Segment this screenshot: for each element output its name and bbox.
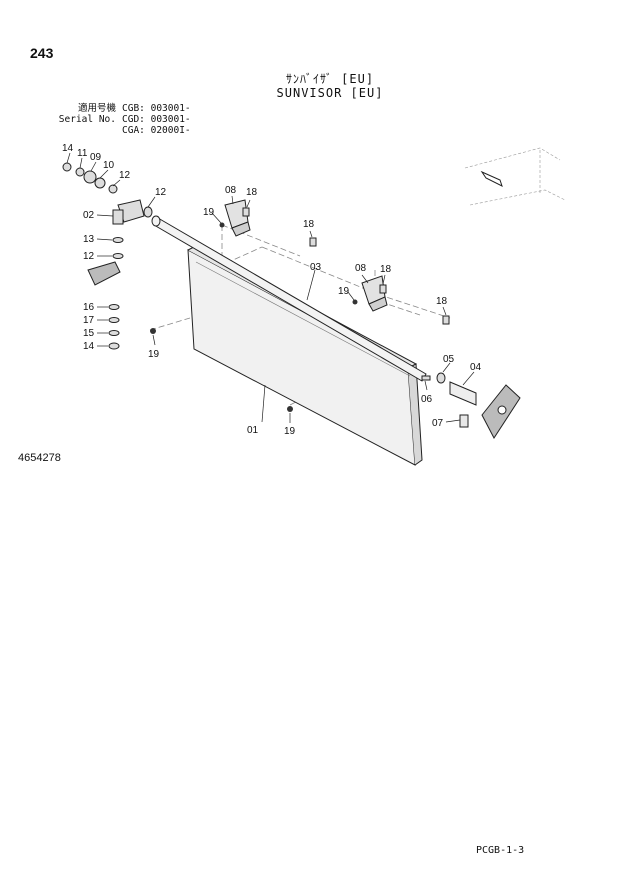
callout-19: 19 xyxy=(284,426,296,437)
callout-01: 01 xyxy=(247,425,259,436)
title-japanese: ｻﾝﾊﾞｲｻﾞ [EU] xyxy=(285,72,375,86)
serial-label: 適用号機 xyxy=(77,103,116,114)
screws xyxy=(242,207,450,325)
knob-assembly xyxy=(449,381,521,439)
callout-12: 12 xyxy=(155,187,167,198)
callout-14: 14 xyxy=(62,143,74,154)
rod xyxy=(151,215,427,382)
serial-row: CGA: 02000I- xyxy=(34,125,191,136)
serial-row: 適用号機 CGB: 003001- xyxy=(34,103,191,114)
callout-04: 04 xyxy=(470,362,482,373)
callout-19: 19 xyxy=(203,207,215,218)
callout-15: 15 xyxy=(83,328,95,339)
callout-08: 08 xyxy=(355,263,367,274)
callout-10: 10 xyxy=(103,160,115,171)
hinge-bracket-left xyxy=(224,199,251,237)
collar-and-pin xyxy=(421,372,446,384)
callout-07: 07 xyxy=(432,418,444,429)
callout-18: 18 xyxy=(380,264,392,275)
callout-09: 09 xyxy=(90,152,102,163)
serial-value: CGD: 003001- xyxy=(122,114,191,125)
callout-18: 18 xyxy=(303,219,315,230)
callout-17: 17 xyxy=(83,315,95,326)
callout-12: 12 xyxy=(119,170,131,181)
callout-18: 18 xyxy=(246,187,258,198)
callout-08: 08 xyxy=(225,185,237,196)
callout-06: 06 xyxy=(421,394,433,405)
drawing-number: 4654278 xyxy=(18,452,61,464)
serial-value: CGA: 02000I- xyxy=(122,125,191,136)
cap xyxy=(459,414,469,428)
callout-05: 05 xyxy=(443,354,455,365)
callout-03: 03 xyxy=(310,262,322,273)
nuts xyxy=(150,222,358,412)
serial-row: Serial No. CGD: 003001- xyxy=(34,114,191,125)
leader-lines xyxy=(66,152,475,423)
knob-fastener-stack xyxy=(62,162,118,194)
callout-16: 16 xyxy=(83,302,95,313)
callout-19: 19 xyxy=(148,349,160,360)
serial-number-table: 適用号機 CGB: 003001- Serial No. CGD: 003001… xyxy=(34,103,191,136)
inset-sketch xyxy=(464,147,566,206)
inset-handle xyxy=(480,170,503,187)
title-english: SUNVISOR [EU] xyxy=(276,86,384,100)
left-bracket-assembly xyxy=(87,199,153,350)
callout-11: 11 xyxy=(77,148,88,159)
serial-label: Serial No. xyxy=(58,114,116,125)
callout-19: 19 xyxy=(338,286,350,297)
serial-value: CGB: 003001- xyxy=(122,103,191,114)
page-number: 243 xyxy=(30,45,54,61)
callout-14: 14 xyxy=(83,341,95,352)
page-code: PCGB-1-3 xyxy=(476,845,525,856)
callout-18: 18 xyxy=(436,296,448,307)
callout-02: 02 xyxy=(83,210,95,221)
callout-12: 12 xyxy=(83,251,95,262)
callout-13: 13 xyxy=(83,234,95,245)
